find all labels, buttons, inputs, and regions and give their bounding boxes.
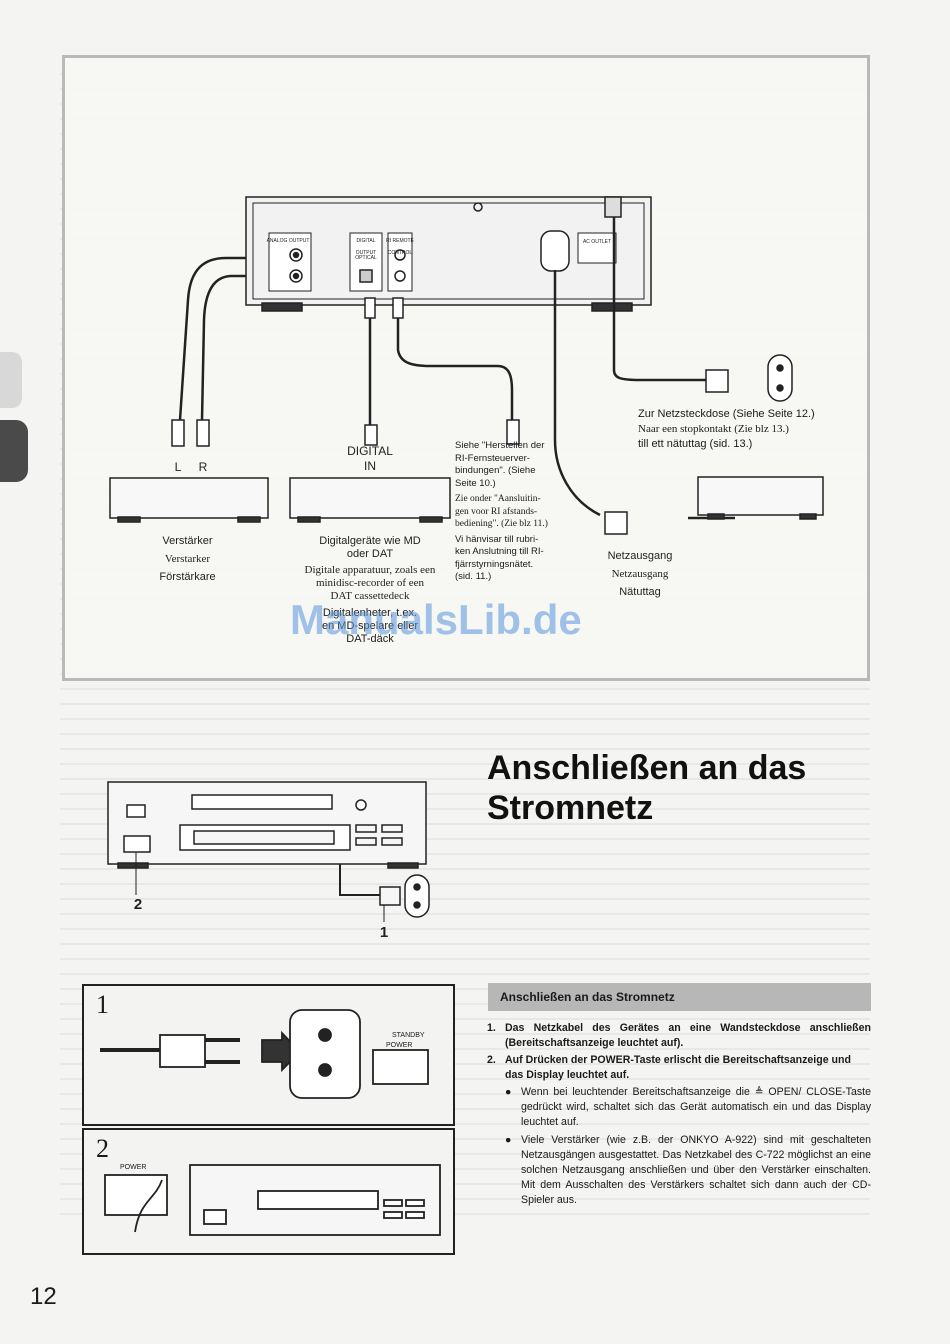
outlet-nl: Netzausgang (611, 568, 669, 580)
standby-label: STANDBY (392, 1032, 425, 1039)
step-1: 1. Das Netzkabel des Gerätes an eine Wan… (487, 1021, 871, 1051)
connection-diagram-frame (62, 55, 870, 681)
amplifier-right (697, 476, 824, 520)
power-label-2: POWER (120, 1164, 147, 1171)
wall-outlet-de: Zur Netzsteckdose (Siehe Seite 12.) (638, 408, 815, 420)
cd-player-front (107, 781, 430, 922)
ri-note-line: fjärrstyrningsnätet. (455, 558, 534, 570)
ri-note-line: Seite 10.) (455, 477, 496, 489)
r-label: R (198, 460, 208, 474)
digital-devices-sv-3: DAT-däck (346, 633, 394, 645)
digital-in-line1: DIGITAL (347, 444, 393, 458)
bullet-dot-icon: ● (505, 1086, 512, 1098)
analog-output-label: ANALOG OUTPUT (266, 238, 310, 244)
watermark: ManualsLib.de (290, 596, 582, 643)
remote-control-label: RI REMOTE CONTROL (386, 238, 414, 256)
bullet-1: ● Wenn bei leuchtender Bereitschaftsanze… (505, 1085, 871, 1130)
side-tab-light (0, 352, 22, 408)
digital-devices-nl-2: minidisc-recorder of een (315, 577, 425, 589)
bullet-2: ● Viele Verstärker (wie z.B. der ONKYO A… (505, 1133, 871, 1208)
bullet-dot-icon: ● (505, 1134, 512, 1146)
optical-label: OPTICAL (355, 255, 377, 261)
page-number: 12 (30, 1283, 57, 1310)
digital-devices-de-2: oder DAT (346, 548, 394, 560)
wall-outlet-note: Zur Netzsteckdose (Siehe Seite 12.) Naar… (638, 407, 868, 452)
digital-devices-sv-2: en MD-spelare eller (322, 620, 418, 632)
callout-2: 2 (133, 896, 143, 913)
step-text: Auf Drücken der POWER-Taste erlischt die… (505, 1054, 851, 1081)
cd-player-rear-panel (245, 196, 652, 312)
digital-devices-nl-1: Digitale apparatuur, zoals een (304, 564, 436, 576)
ri-note-line: bindungen". (Siehe (455, 465, 536, 476)
page-title-line2: Stromnetz (487, 789, 654, 827)
ri-note-line: bediening". (Zie blz 11.) (455, 519, 548, 529)
bullet-text: Viele Verstärker (wie z.B. der ONKYO A-9… (521, 1134, 871, 1206)
bullet-text: Wenn bei leuchtender Bereitschaftsanzeig… (521, 1086, 871, 1128)
ri-note-line: Zie onder "Aansluitin- (455, 494, 541, 504)
outlet-de: Netzausgang (607, 550, 673, 562)
wall-outlet-sv: till ett nätuttag (sid. 13.) (638, 438, 753, 450)
digital-in-line2: IN (364, 459, 376, 473)
step-panel-1-number: 1 (96, 990, 109, 1019)
wall-outlet-nl: Naar een stopkontakt (Zie blz 13.) (638, 423, 789, 435)
outlet-sv: Nätuttag (619, 586, 661, 598)
l-label: L (174, 460, 182, 474)
digital-devices-nl-3: DAT cassettedeck (330, 590, 410, 602)
ri-note-line: Siehe "Herstellen der (455, 440, 545, 451)
step-2: 2. Auf Drücken der POWER-Taste erlischt … (487, 1053, 871, 1083)
ri-note-line: ken Anslutning till RI- (455, 546, 544, 557)
digital-device-box (289, 477, 451, 519)
ac-outlet-label: AC OUTLET (582, 239, 612, 245)
instructions: 1. Das Netzkabel des Gerätes an eine Wan… (487, 1021, 871, 1211)
ri-note: Siehe "Herstellen der RI-Fernsteuerver- … (455, 440, 567, 584)
step-text: Das Netzkabel des Gerätes an eine Wandst… (505, 1022, 871, 1049)
ri-note-line: (sid. 11.) (455, 571, 492, 582)
side-tab-dark (0, 420, 28, 482)
section-header: Anschließen an das Stromnetz (488, 983, 871, 1011)
step-panel-2-number: 2 (96, 1134, 109, 1163)
amplifier-box (109, 477, 269, 519)
ri-note-line: Vi hänvisar till rubri- (455, 533, 539, 545)
digital-output-label: DIGITAL OUTPUT (355, 238, 377, 256)
callout-1: 1 (379, 924, 389, 941)
page-title-line1: Anschließen an das (487, 749, 807, 787)
power-label-1: POWER (386, 1042, 413, 1049)
digital-devices-sv-1: Digitalenheter, t.ex. (322, 607, 418, 619)
amplifier-de: Verstärker (162, 535, 213, 547)
step-number: 2. (487, 1054, 496, 1066)
digital-devices-de-1: Digitalgeräte wie MD (319, 535, 421, 547)
step-number: 1. (487, 1022, 496, 1034)
page-title: Anschließen an das Stromnetz (487, 748, 806, 828)
amplifier-nl: Verstarker (164, 553, 211, 565)
amplifier-sv: Förstärkare (159, 571, 216, 583)
ri-note-line: gen voor RI afstands- (455, 506, 538, 517)
ri-note-line: RI-Fernsteuerver- (455, 452, 530, 464)
